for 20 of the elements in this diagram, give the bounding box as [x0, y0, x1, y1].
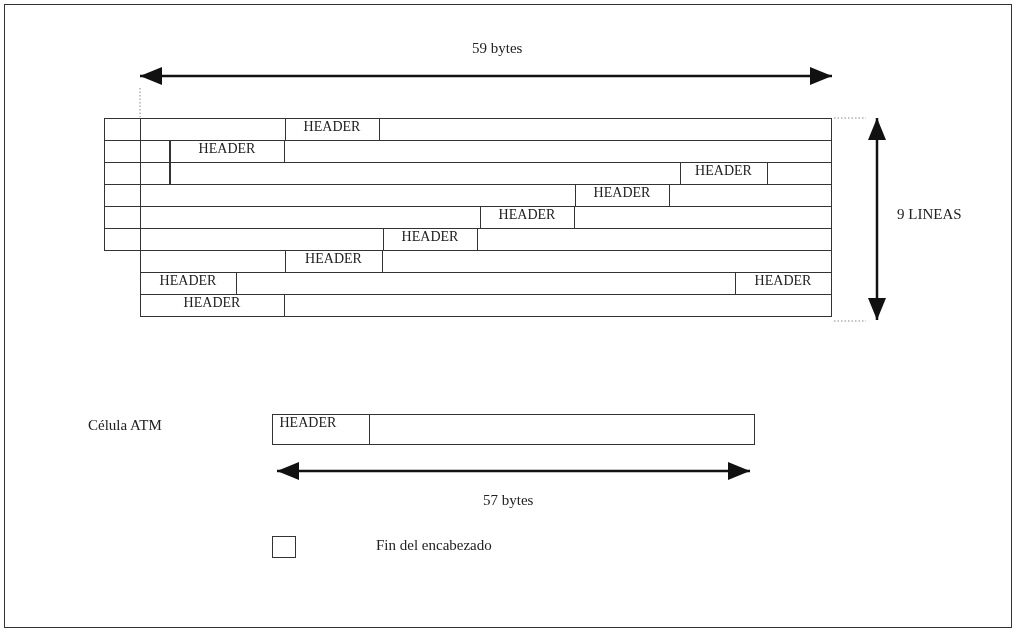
header-cell: HEADER [574, 183, 670, 206]
header-cell: HEADER [139, 271, 237, 294]
frame-row [140, 250, 832, 273]
dimension-label: 59 bytes [472, 40, 523, 57]
legend-text: Fin del encabezado [376, 537, 492, 554]
header-cell: HEADER [679, 161, 768, 184]
dimension-label: 9 LINEAS [897, 206, 962, 223]
header-cell: HEADER [284, 249, 383, 272]
dimension-label: 57 bytes [483, 492, 534, 509]
header-cell: HEADER [271, 413, 370, 445]
header-cell: HEADER [479, 205, 575, 228]
dimension-label: Célula ATM [88, 417, 162, 434]
frame-row [272, 414, 755, 445]
header-cell: HEADER [734, 271, 832, 294]
frame-row [140, 294, 832, 317]
header-cell: HEADER [139, 293, 285, 316]
frame-row [140, 118, 832, 141]
header-cell: HEADER [382, 227, 478, 250]
frame-row [140, 272, 832, 295]
header-cell: HEADER [284, 117, 380, 140]
